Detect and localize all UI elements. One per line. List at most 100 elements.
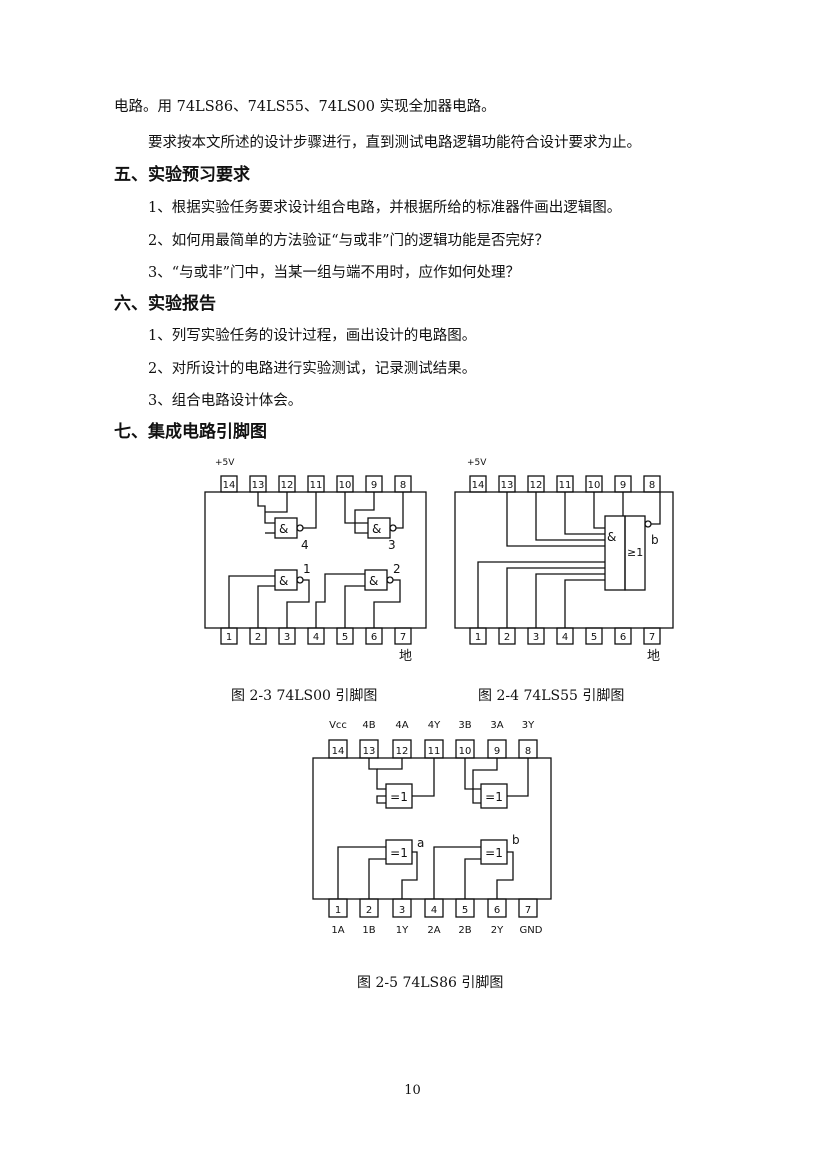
intro-line-1: 电路。用 74LS86、74LS55、74LS00 实现全加器电路。 [114,99,496,115]
fig23-vcc-label: +5V [215,458,235,468]
svg-text:&: & [372,522,381,536]
svg-text:12: 12 [396,746,409,757]
section-6-item-1: 1、列写实验任务的设计过程，画出设计的电路图。 [148,328,477,344]
svg-text:3Y: 3Y [522,720,535,731]
svg-text:11: 11 [559,480,572,491]
fig25-xor-gate-4: =1 [368,758,435,809]
svg-text:7: 7 [525,905,531,916]
fig-2-4-74ls55-diagram: +5V 14 13 12 11 10 9 8 1 2 3 4 5 6 7 地 &… [454,458,674,664]
svg-text:2: 2 [393,562,401,576]
fig24-top-pins: 14 13 12 11 10 9 8 [469,475,661,493]
svg-text:&: & [369,574,378,588]
svg-text:5: 5 [342,632,348,643]
svg-text:8: 8 [525,746,531,757]
svg-text:11: 11 [428,746,441,757]
svg-text:&: & [607,530,616,544]
svg-text:1Y: 1Y [396,925,409,936]
fig24-aoi-gate: & ≥1 b [604,515,659,591]
fig25-top-labels: Vcc 4B 4A 4Y 3B 3A 3Y [329,720,535,731]
svg-text:9: 9 [371,480,377,491]
fig23-top-pins: 14 13 12 11 10 9 8 [220,475,412,493]
svg-text:Vcc: Vcc [329,720,347,731]
svg-text:4A: 4A [395,720,408,731]
svg-text:4: 4 [313,632,319,643]
section-7-heading: 七、集成电路引脚图 [114,422,267,442]
fig23-bottom-pins: 1 2 3 4 5 6 7 [220,627,412,645]
svg-text:1: 1 [475,632,481,643]
fig23-gate-2: & 2 [315,562,401,628]
svg-text:3: 3 [284,632,290,643]
svg-text:14: 14 [223,480,236,491]
svg-text:a: a [417,836,424,850]
fig23-ground-label: 地 [399,649,412,664]
svg-text:b: b [651,533,659,547]
svg-text:2: 2 [255,632,261,643]
svg-text:7: 7 [649,632,655,643]
svg-text:13: 13 [501,480,514,491]
svg-text:2: 2 [366,905,372,916]
svg-text:1A: 1A [331,925,344,936]
svg-text:10: 10 [459,746,472,757]
svg-text:1: 1 [303,562,311,576]
svg-text:7: 7 [400,632,406,643]
svg-text:&: & [279,574,288,588]
svg-text:1: 1 [335,905,341,916]
svg-text:14: 14 [332,746,345,757]
svg-text:5: 5 [462,905,468,916]
svg-text:13: 13 [252,480,265,491]
fig-2-3-74ls00-diagram: +5V 14 13 12 11 10 9 8 1 2 3 4 5 6 7 地 &… [204,458,427,664]
section-6-item-3: 3、组合电路设计体会。 [148,393,303,409]
svg-text:12: 12 [281,480,294,491]
fig24-vcc-label: +5V [467,458,487,468]
fig-2-5-74ls86-diagram: Vcc 4B 4A 4Y 3B 3A 3Y 14 13 12 11 10 9 8… [312,720,552,936]
svg-text:14: 14 [472,480,485,491]
svg-text:3A: 3A [490,720,503,731]
svg-text:=1: =1 [390,846,408,860]
fig-2-5-caption: 图 2-5 74LS86 引脚图 [357,975,504,991]
section-5-item-3: 3、“与或非”门中，当某一组与端不用时，应作如何处理？ [148,265,521,281]
fig25-xor-gate-2: =1 b [433,833,520,899]
fig25-xor-gate-3: =1 [464,758,529,809]
svg-text:12: 12 [530,480,543,491]
fig-2-3-caption: 图 2-3 74LS00 引脚图 [231,688,378,704]
svg-text:8: 8 [400,480,406,491]
svg-text:6: 6 [494,905,500,916]
svg-text:4B: 4B [362,720,375,731]
svg-text:9: 9 [494,746,500,757]
svg-text:b: b [512,833,520,847]
svg-text:&: & [279,522,288,536]
svg-text:3: 3 [399,905,405,916]
svg-text:6: 6 [371,632,377,643]
section-6-heading: 六、实验报告 [114,294,216,314]
svg-text:1B: 1B [362,925,375,936]
intro-line-2: 要求按本文所述的设计步骤进行，直到测试电路逻辑功能符合设计要求为止。 [148,135,641,151]
svg-text:4: 4 [562,632,568,643]
svg-text:10: 10 [339,480,352,491]
fig25-bottom-pins: 1 2 3 4 5 6 7 [328,898,538,918]
fig-2-4-caption: 图 2-4 74LS55 引脚图 [478,688,625,704]
fig25-top-pins: 14 13 12 11 10 9 8 [328,739,538,759]
svg-text:9: 9 [620,480,626,491]
svg-text:1: 1 [226,632,232,643]
fig23-gate-4: & 4 [257,492,317,552]
svg-text:2A: 2A [427,925,440,936]
page-number: 10 [404,1083,421,1098]
section-6-item-2: 2、对所设计的电路进行实验测试，记录测试结果。 [148,361,477,377]
svg-text:8: 8 [649,480,655,491]
fig23-gate-3: & 3 [344,492,404,552]
svg-text:3: 3 [388,538,396,552]
fig24-ground-label: 地 [647,649,660,664]
svg-text:2Y: 2Y [491,925,504,936]
svg-text:10: 10 [588,480,601,491]
section-5-item-1: 1、根据实验任务要求设计组合电路，并根据所给的标准器件画出逻辑图。 [148,200,622,216]
svg-text:2B: 2B [458,925,471,936]
svg-text:4: 4 [431,905,437,916]
svg-text:=1: =1 [485,846,503,860]
fig23-gate-1: & 1 [228,562,311,628]
svg-text:2: 2 [504,632,510,643]
section-5-item-2: 2、如何用最简单的方法验证“与或非”门的逻辑功能是否完好？ [148,233,550,249]
section-5-heading: 五、实验预习要求 [114,165,250,185]
svg-text:≥1: ≥1 [627,546,643,559]
fig25-xor-gate-1: =1 a [337,836,424,899]
fig24-bottom-pins: 1 2 3 4 5 6 7 [469,627,661,645]
